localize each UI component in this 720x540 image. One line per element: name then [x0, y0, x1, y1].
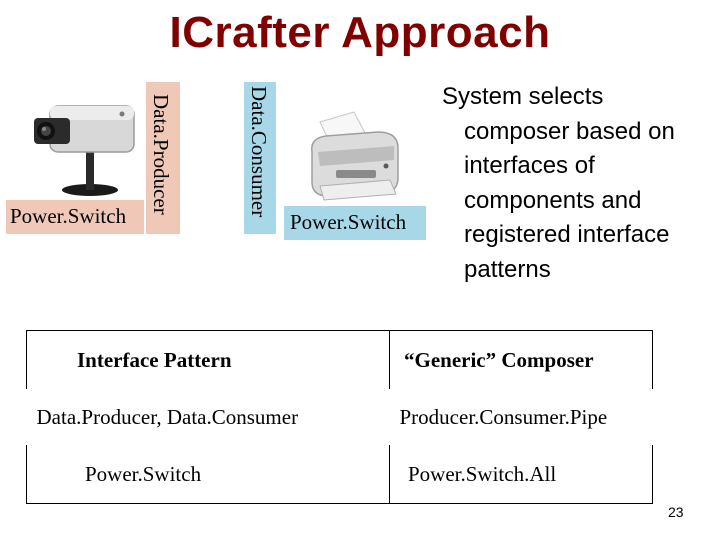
table-header-interface-pattern: Interface Pattern	[26, 330, 390, 389]
description-line: patterns	[464, 255, 551, 283]
table-header-row: Interface Pattern “Generic” Composer	[26, 330, 653, 389]
power-switch-label-left: Power.Switch	[10, 204, 127, 228]
description-line: registered interface	[464, 221, 670, 248]
data-producer-label: Data.Producer	[149, 94, 173, 215]
power-switch-box-left	[6, 200, 144, 234]
power-switch-label-right: Power.Switch	[290, 210, 407, 234]
description-line: composer based on	[464, 117, 675, 145]
page-number: 23	[668, 504, 684, 520]
table-row: Power.Switch Power.Switch.All	[26, 445, 653, 504]
description-line: System selects	[442, 83, 604, 110]
table-cell: Power.Switch.All	[389, 445, 653, 504]
table-row: Data.Producer, Data.Consumer Producer.Co…	[27, 389, 653, 445]
table-cell: Data.Producer, Data.Consumer	[36, 404, 299, 429]
interface-pattern-table: Interface Pattern “Generic” Composer Dat…	[26, 330, 653, 504]
description-text: System selects composer based on interfa…	[432, 80, 718, 287]
data-consumer-box	[244, 82, 276, 234]
data-producer-box	[146, 82, 180, 234]
power-switch-box-right	[284, 206, 426, 240]
slide-title: ICrafter Approach	[169, 8, 551, 57]
network-camera-icon	[34, 105, 135, 196]
description-line: interfaces of	[464, 152, 595, 179]
description-line: components and	[464, 186, 642, 214]
table-header-generic-composer: “Generic” Composer	[389, 330, 653, 389]
inkjet-printer-icon	[311, 111, 399, 201]
data-consumer-label: Data.Consumer	[247, 86, 271, 218]
table-cell: Power.Switch	[26, 445, 390, 504]
table-cell: Producer.Consumer.Pipe	[399, 404, 608, 429]
